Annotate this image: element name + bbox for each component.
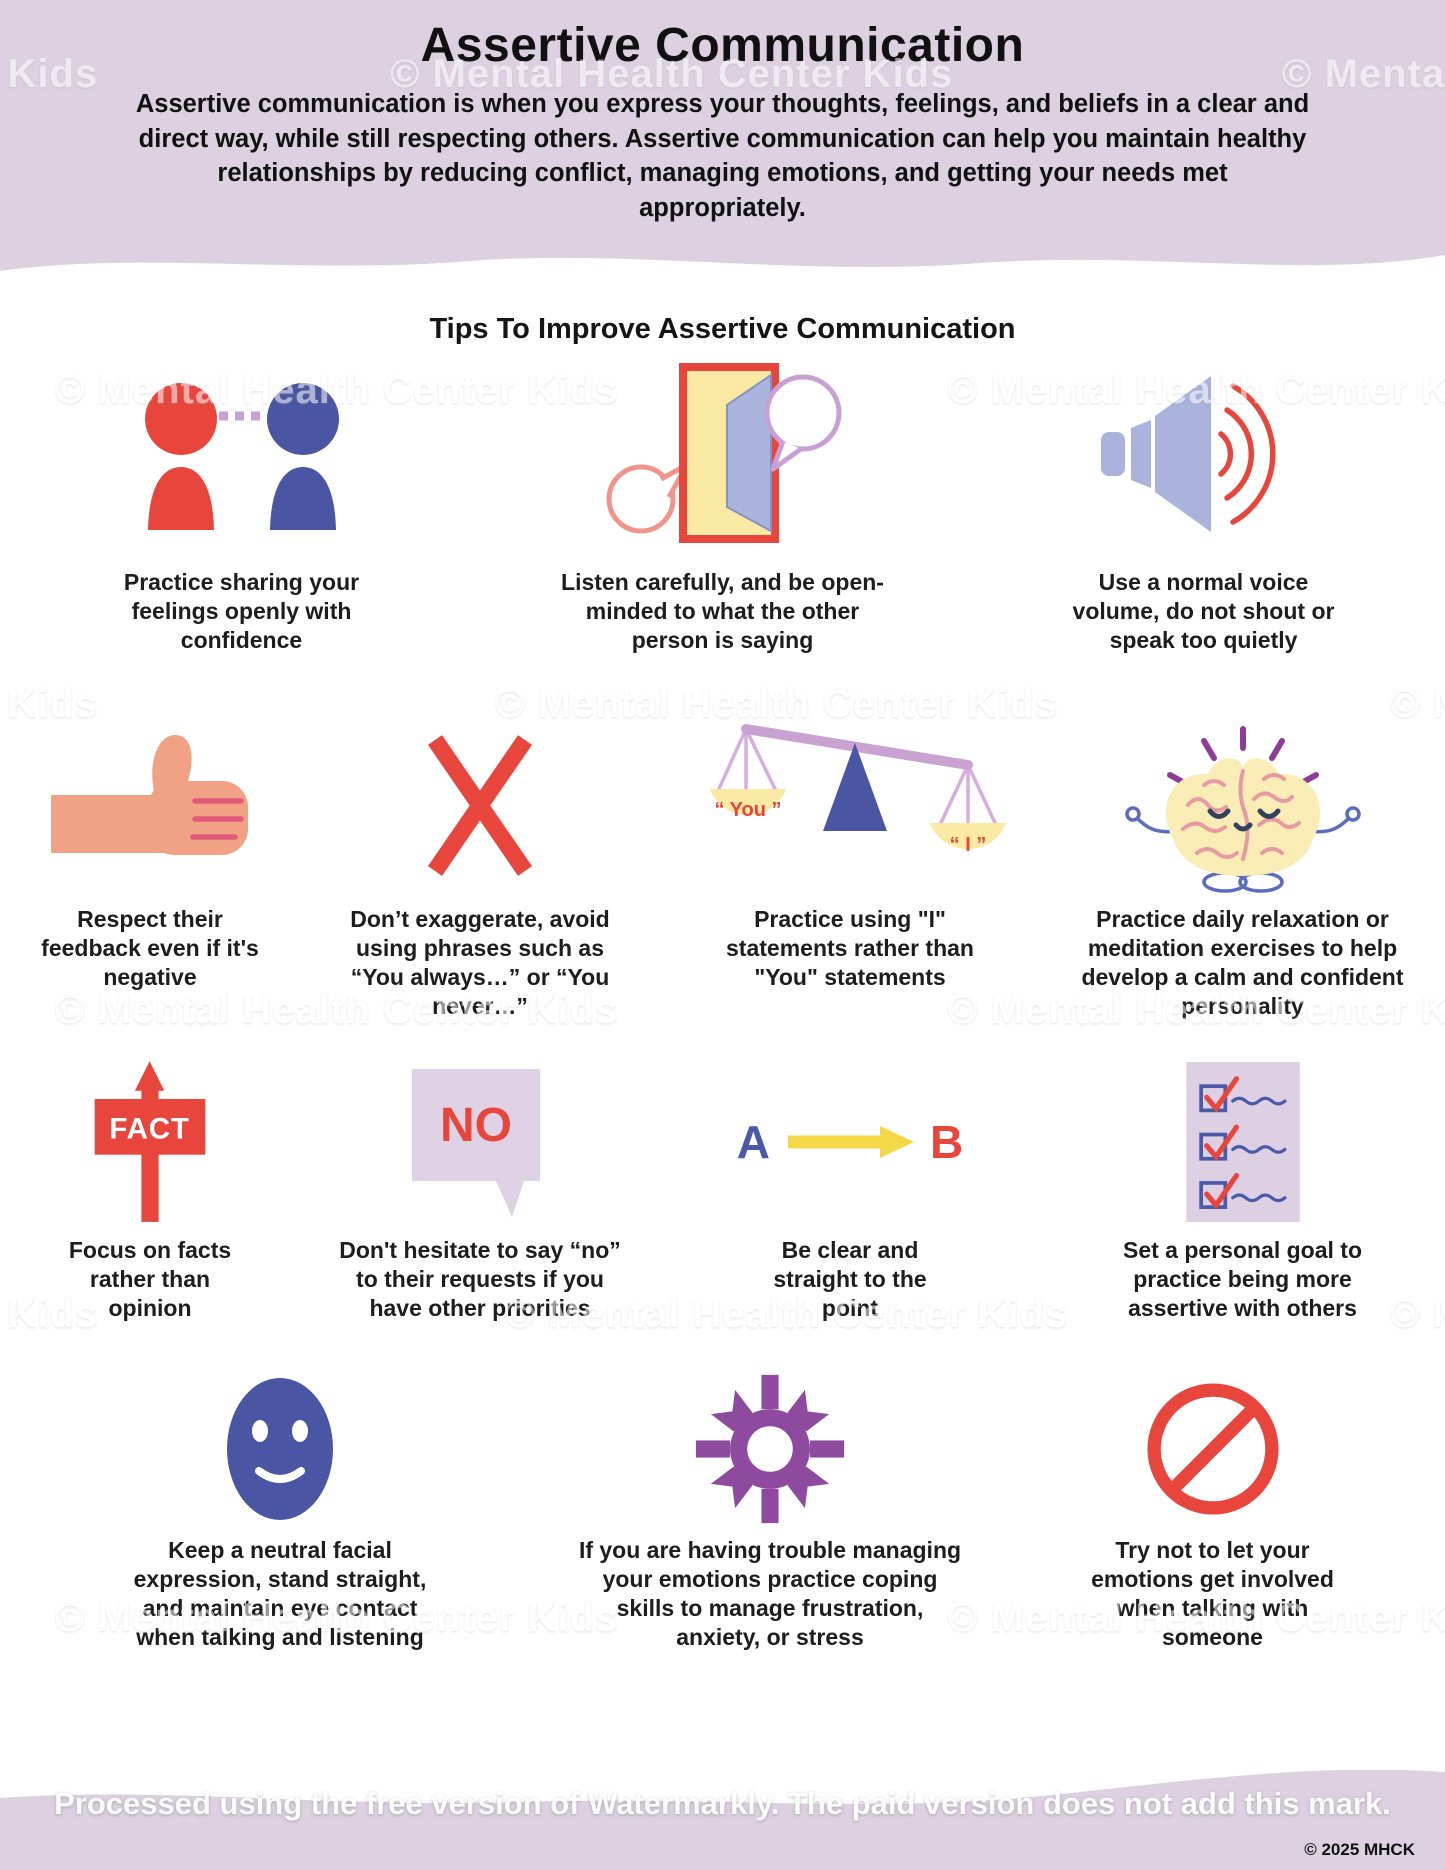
- tip-caption: Practice using "I" statements rather tha…: [726, 905, 974, 990]
- tip-caption: Respect their feedback even if it's nega…: [41, 905, 259, 990]
- tips-row-3: FACT Focus on facts rather than opinion …: [0, 1058, 1445, 1323]
- red-x-icon: [410, 717, 550, 895]
- tip-item: Respect their feedback even if it's nega…: [0, 717, 300, 992]
- tip-caption: If you are having trouble managing your …: [578, 1537, 962, 1651]
- balance-scale-icon: “ You ” “ I ”: [683, 717, 1018, 895]
- meditating-brain-icon: [1112, 717, 1374, 895]
- tip-caption: Use a normal voice volume, do not shout …: [1072, 568, 1335, 653]
- scale-right-label: “ I ”: [949, 834, 986, 856]
- tip-item: Keep a neutral facial expression, stand …: [0, 1371, 560, 1652]
- tip-item: Set a personal goal to practice being mo…: [1040, 1058, 1445, 1323]
- tip-item: If you are having trouble managing your …: [560, 1371, 980, 1652]
- yellow-arrow: [788, 1126, 914, 1159]
- tip-caption: Be clear and straight to the point: [773, 1237, 927, 1322]
- tip-caption: Practice sharing your feelings openly wi…: [123, 568, 360, 653]
- intro-paragraph: Assertive communication is when you expr…: [135, 90, 1310, 223]
- copyright: © 2025 MHCK: [1304, 1840, 1415, 1859]
- tip-caption: Focus on facts rather than opinion: [68, 1237, 232, 1322]
- prohibition-sign-icon: [1137, 1371, 1289, 1526]
- page-title: Assertive Communication: [420, 19, 1025, 72]
- header: Assertive Communication Assertive commun…: [0, 0, 1445, 246]
- footer-wave-decoration: [0, 1770, 1445, 1870]
- tips-row-4: Keep a neutral facial expression, stand …: [0, 1371, 1445, 1652]
- header-wave-decoration: [0, 244, 1445, 271]
- tip-item: FACT Focus on facts rather than opinion: [0, 1058, 300, 1323]
- scale-left-label: “ You ”: [714, 799, 781, 821]
- speaker-volume-icon: [1089, 350, 1319, 558]
- fact-label: FACT: [109, 1113, 189, 1146]
- tip-item: NO Don't hesitate to say “no” to their r…: [300, 1058, 660, 1323]
- tip-caption: Don't hesitate to say “no” to their requ…: [339, 1237, 621, 1322]
- fact-sign-icon: FACT: [70, 1058, 230, 1226]
- tip-item: Try not to let your emotions get involve…: [980, 1371, 1445, 1652]
- tip-caption: Try not to let your emotions get involve…: [1091, 1537, 1334, 1651]
- thumbs-up-icon: [43, 717, 258, 895]
- tips-row-2: Respect their feedback even if it's nega…: [0, 717, 1445, 1021]
- tip-item: Practice sharing your feelings openly wi…: [1, 350, 482, 655]
- tip-caption: Keep a neutral facial expression, stand …: [133, 1537, 427, 1651]
- tip-caption: Listen carefully, and be open-minded to …: [561, 568, 884, 653]
- letter-b: B: [930, 1116, 964, 1169]
- tip-caption: Don’t exaggerate, avoid using phrases su…: [350, 905, 610, 1019]
- two-people-icon: [126, 350, 358, 558]
- checklist-icon: [1182, 1058, 1304, 1226]
- tip-item: A B Be clear and straight to the point: [660, 1058, 1040, 1323]
- section-heading: Tips To Improve Assertive Communication: [429, 312, 1016, 345]
- gear-icon: [694, 1371, 846, 1526]
- no-speech-bubble-icon: NO: [404, 1058, 556, 1226]
- neutral-face-icon: [214, 1371, 346, 1526]
- tip-item: Practice daily relaxation or meditation …: [1040, 717, 1445, 1021]
- open-door-speech-bubbles-icon: [603, 350, 843, 558]
- watermarkly-notice: Processed using the free version of Wate…: [54, 1786, 1391, 1821]
- a-to-b-arrow-icon: A B: [737, 1058, 963, 1226]
- tip-item: “ You ” “ I ” Practice using "I" stateme…: [660, 717, 1040, 992]
- tips-row-1: Practice sharing your feelings openly wi…: [0, 350, 1445, 655]
- footer: Processed using the free version of Wate…: [0, 1770, 1445, 1870]
- letter-a: A: [736, 1116, 770, 1169]
- tip-item: Use a normal voice volume, do not shout …: [963, 350, 1444, 655]
- no-label: NO: [440, 1099, 512, 1152]
- tip-item: Don’t exaggerate, avoid using phrases su…: [300, 717, 660, 1021]
- tip-item: Listen carefully, and be open-minded to …: [482, 350, 963, 655]
- tip-caption: Set a personal goal to practice being mo…: [1123, 1237, 1362, 1322]
- tip-caption: Practice daily relaxation or meditation …: [1081, 905, 1404, 1019]
